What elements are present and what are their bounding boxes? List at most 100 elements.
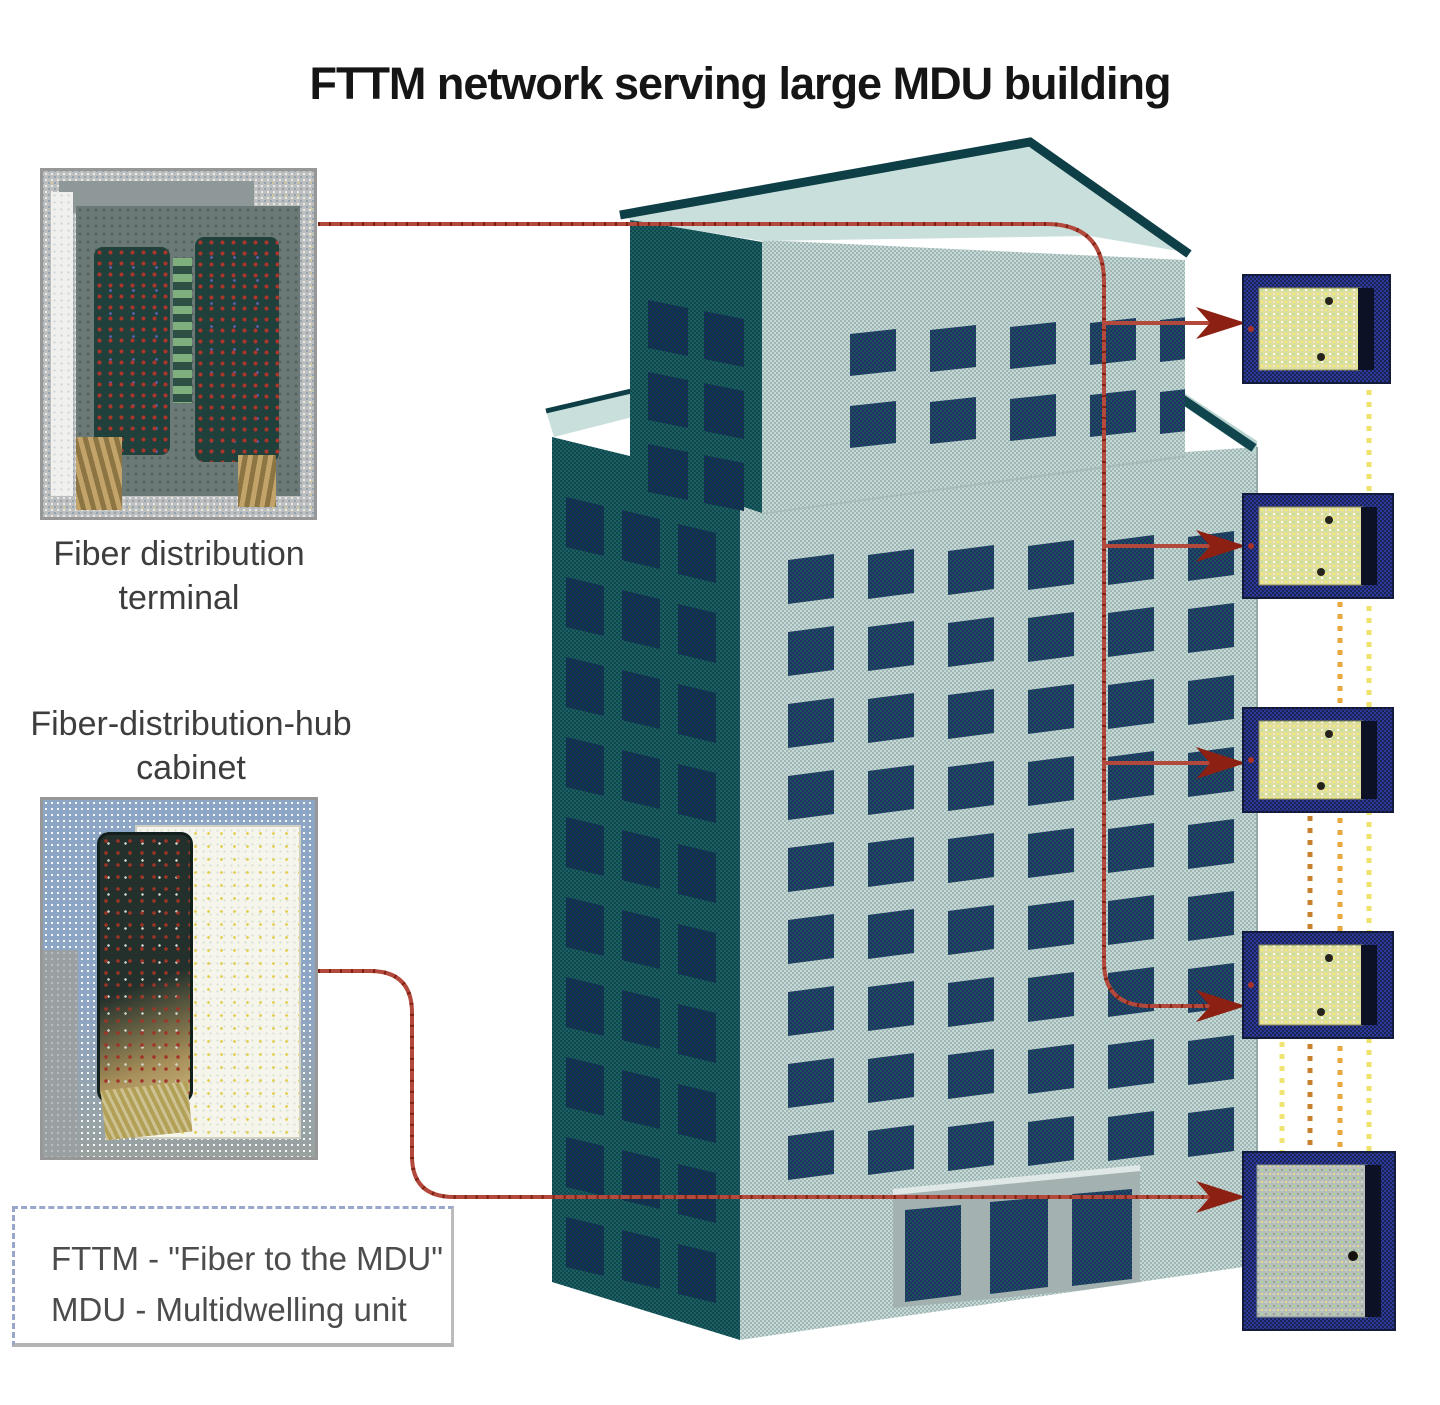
wall-outlet-3: [1242, 707, 1394, 813]
fiber-distribution-terminal-photo: [40, 168, 317, 520]
window: [678, 1004, 716, 1063]
hub-photo-wall: [43, 949, 79, 1157]
outlet-led-dot: [1248, 326, 1254, 332]
window: [704, 383, 744, 439]
legend-line-fttm: FTTM - "Fiber to the MDU": [51, 1240, 443, 1277]
window: [850, 329, 896, 376]
page-title: FTTM network serving large MDU building: [309, 58, 1171, 109]
window: [1108, 751, 1154, 801]
outlet-plate: [1258, 287, 1361, 371]
window: [678, 844, 716, 903]
window: [1108, 535, 1154, 585]
window: [1010, 322, 1056, 369]
window: [868, 909, 914, 959]
wall-outlet-2: [1242, 493, 1394, 599]
window: [1188, 675, 1234, 725]
window: [788, 1130, 834, 1180]
hub-cabinet-caption: Fiber-distribution-hub cabinet: [0, 702, 382, 790]
window: [948, 833, 994, 883]
building-roof-ridge: [619, 137, 1192, 258]
building-lower-roof-edge: [546, 389, 648, 437]
window: [1188, 1035, 1234, 1085]
outlet-shadow: [1361, 721, 1377, 799]
window: [1108, 679, 1154, 729]
window: [566, 897, 604, 956]
window: [704, 311, 744, 367]
terminal-photo-splice-panel: [194, 236, 279, 462]
window: [850, 401, 896, 448]
window: [948, 1049, 994, 1099]
outlet-shadow: [1361, 507, 1377, 585]
window: [622, 1230, 660, 1289]
window: [648, 300, 688, 356]
outlet-led-dot: [1248, 543, 1254, 549]
window: [566, 737, 604, 796]
window: [566, 1057, 604, 1116]
hub-photo-fiber-bundle: [100, 1081, 193, 1140]
window: [566, 977, 604, 1036]
window: [1028, 828, 1074, 878]
window: [678, 924, 716, 983]
window: [1188, 891, 1234, 941]
window: [948, 977, 994, 1027]
window: [1028, 972, 1074, 1022]
outlet-plate: [1258, 720, 1364, 800]
window: [1010, 394, 1056, 441]
window: [948, 905, 994, 955]
window: [1028, 540, 1074, 590]
window: [788, 770, 834, 820]
window: [788, 1058, 834, 1108]
window: [678, 1244, 716, 1303]
arrow-icon: [1196, 1181, 1246, 1213]
fiber-feed-lines: [318, 222, 1246, 1213]
window: [1108, 1039, 1154, 1089]
terminal-photo-door-edge: [51, 191, 73, 497]
terminal-photo-splice-panel: [94, 247, 171, 455]
arrow-icon: [1196, 307, 1246, 339]
door-handle: [1348, 1251, 1358, 1261]
window: [566, 657, 604, 716]
building-entrance: [892, 1165, 1141, 1308]
mdu-building: [545, 137, 1258, 1340]
window: [1028, 684, 1074, 734]
window: [678, 1084, 716, 1143]
window: [704, 455, 744, 511]
arrow-icon: [1196, 530, 1246, 562]
outlet-led-dot: [1248, 982, 1254, 988]
window: [788, 554, 834, 604]
screw-icon: [1325, 730, 1333, 738]
entrance-doorway: [905, 1205, 961, 1302]
entrance-doorway: [1072, 1189, 1132, 1286]
window: [868, 621, 914, 671]
window: [948, 1121, 994, 1171]
window: [648, 372, 688, 428]
window: [566, 1217, 604, 1276]
window: [1108, 1111, 1154, 1161]
outlet-plate: [1258, 944, 1364, 1026]
window: [678, 604, 716, 663]
window: [622, 990, 660, 1049]
window: [622, 590, 660, 649]
screw-icon: [1317, 782, 1325, 790]
fiber-distribution-hub-cabinet-photo: [40, 797, 318, 1160]
window: [788, 698, 834, 748]
window: [1028, 1044, 1074, 1094]
terminal-photo-cables: [75, 437, 122, 511]
window: [678, 764, 716, 823]
window: [868, 1125, 914, 1175]
window: [1108, 823, 1154, 873]
window: [948, 689, 994, 739]
terminal-caption-line1: Fiber distribution: [53, 535, 305, 573]
window: [930, 325, 976, 372]
screw-icon: [1317, 353, 1325, 361]
terminal-caption: Fiber distribution terminal: [28, 532, 330, 620]
hub-caption-line1: Fiber-distribution-hub: [30, 705, 352, 743]
arrow-icon: [1196, 990, 1246, 1022]
wall-outlet-1: [1242, 274, 1391, 384]
legend-line-mdu: MDU - Multidwelling unit: [51, 1291, 407, 1329]
window: [648, 444, 688, 500]
window: [1028, 900, 1074, 950]
window: [1188, 819, 1234, 869]
screw-icon: [1325, 954, 1333, 962]
